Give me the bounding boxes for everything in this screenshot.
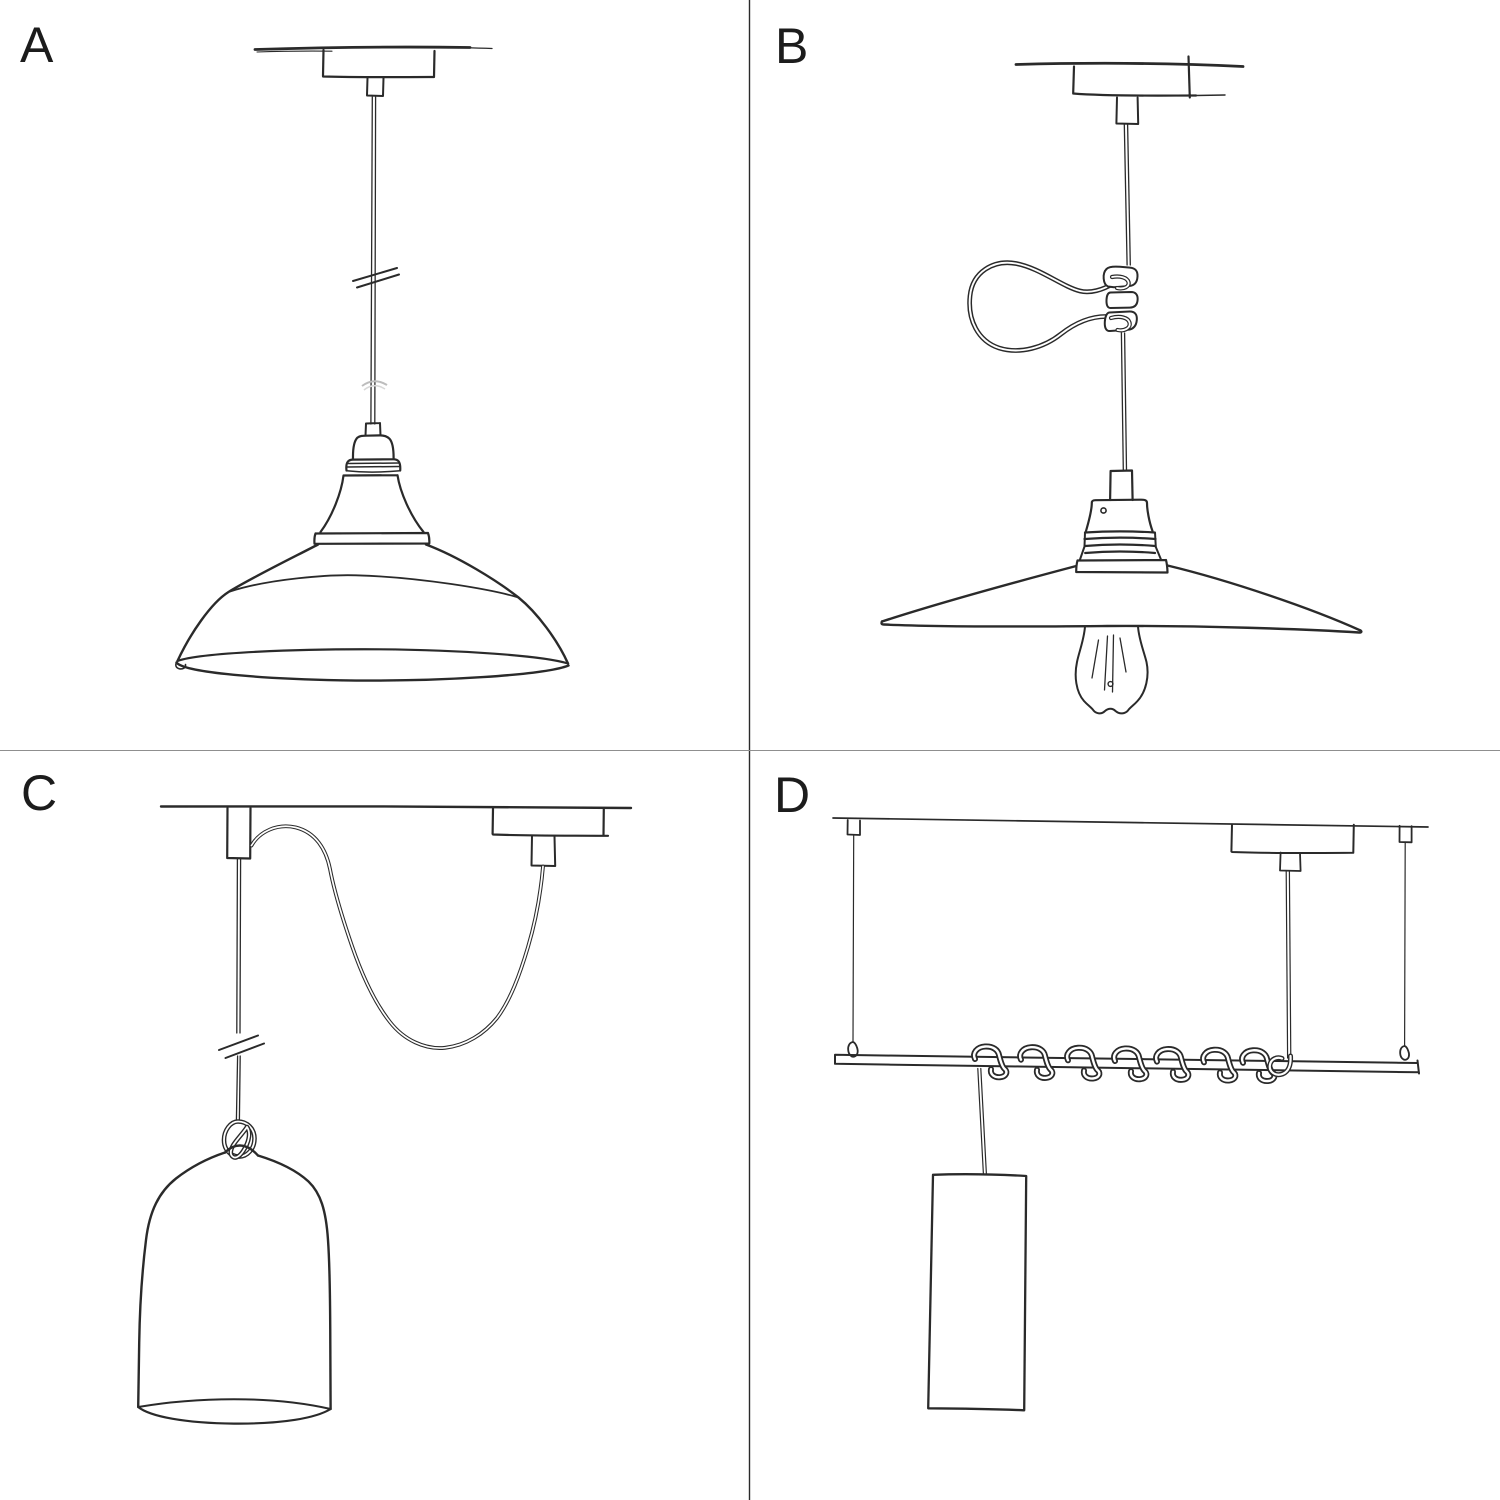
svg-text:B: B [775, 18, 808, 74]
svg-text:A: A [20, 17, 54, 73]
svg-text:C: C [21, 765, 57, 821]
svg-text:D: D [774, 767, 810, 823]
